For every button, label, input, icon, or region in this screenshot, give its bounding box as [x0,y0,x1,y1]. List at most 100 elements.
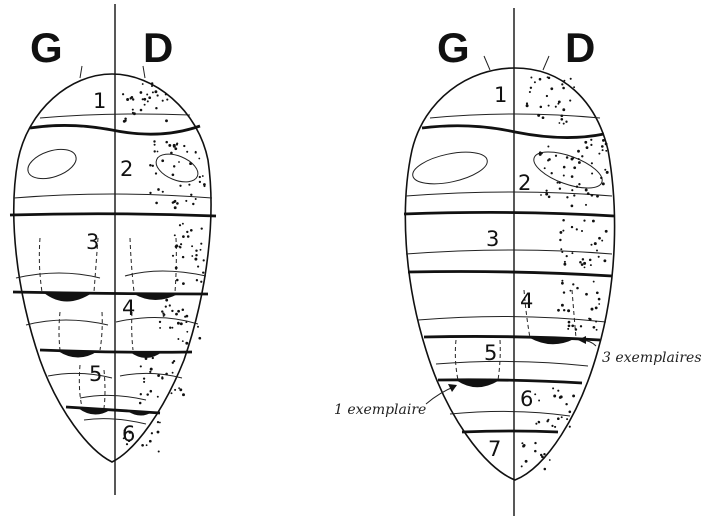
stipple-dot [548,196,551,199]
stipple-dot [557,309,560,312]
dashed-guide [130,238,134,292]
stipple-dot [572,157,574,159]
stipple-dot [186,331,188,333]
stipple-dot [554,426,556,428]
stipple-dot [546,420,548,422]
stipple-dot [165,93,167,95]
stipple-dot [585,189,588,192]
stipple-dot [149,164,152,167]
stipple-dot [530,77,532,79]
stipple-dot [565,403,567,405]
dashed-guide [498,340,500,380]
stipple-dot [182,223,184,225]
stipple-dot [555,155,557,157]
stipple-dot [180,322,183,325]
stipple-dot [182,256,184,258]
stipple-dot [537,114,540,117]
stipple-dot [590,144,592,146]
stipple-dot [151,432,153,434]
stipple-dot [563,80,565,82]
stipple-dot [132,109,134,111]
stipple-dot [560,248,562,250]
seta-left [484,56,490,70]
stipple-dot [148,96,151,99]
stipple-dot [150,390,153,393]
stipple-dot [601,145,604,148]
segment-number: 4 [520,289,533,313]
stipple-dot [199,181,201,183]
stipple-dot [198,158,200,160]
stipple-dot [596,329,598,331]
stipple-dot [139,402,142,405]
stipple-dot [157,188,160,191]
stipple-dot [176,143,178,145]
stipple-dot [200,249,202,251]
stipple-dot [188,184,190,186]
stipple-dot [601,240,603,242]
stipple-dot [542,116,545,119]
stipple-dot [143,98,146,101]
stipple-dot [133,112,136,115]
stipple-dot [538,421,540,423]
stipple-dot [561,251,563,253]
stipple-dot [604,169,606,171]
stipple-dot [157,396,159,398]
stipple-dot [526,104,529,107]
stipple-dot [165,299,168,302]
stipple-dot [191,245,193,247]
stipple-dot [204,185,206,187]
stipple-dot [539,78,542,81]
stipple-dot [552,387,554,389]
stipple-dot [540,454,542,456]
stipple-dot [140,109,143,112]
stipple-dot [176,202,179,205]
stipple-dot [164,314,166,316]
stipple-dot [575,328,578,331]
stipple-dot [140,365,142,367]
stipple-dot [562,87,565,90]
stipple-dot [124,117,127,120]
stipple-dot [189,162,192,165]
segment-border [462,431,558,432]
stipple-dot [603,259,606,262]
side-label-right: D [565,24,595,71]
stipple-dot [202,175,204,177]
stipple-dot [600,177,602,179]
stipple-dot [570,78,572,80]
stipple-dot [146,393,148,395]
stipple-dot [125,120,127,122]
stipple-dot [171,327,173,329]
stipple-dot [157,421,159,423]
side-label-left: G [437,24,470,71]
stipple-dot [142,98,144,100]
stipple-dot [561,83,563,85]
stipple-dot [132,98,134,100]
stipple-dot [178,246,180,248]
diagram-left: G D [10,4,216,495]
stipple-dot [549,459,551,461]
stipple-dot [566,196,568,198]
stipple-dot [584,141,587,144]
stipple-dot [185,200,187,202]
segment-number: 6 [520,387,533,411]
stipple-dot [534,450,537,453]
stipple-dot [568,324,571,327]
stipple-dot [176,279,179,282]
stipple-dot [172,255,174,257]
stipple-dot [154,150,156,152]
segment-line [16,271,206,278]
stipple-dot [561,280,563,282]
stipple-dot [571,226,573,228]
segment-border [10,214,216,216]
stipple-dot [168,144,171,147]
stipple-dot [559,122,561,124]
stipple-dot [596,291,599,294]
segment-line [14,194,212,198]
stipple-dot [589,259,592,262]
dashed-guide [100,312,102,350]
stipple-dot [172,173,175,176]
stipple-dot [180,243,182,245]
stipple-dot [560,395,563,398]
stipple-dot [170,152,173,155]
